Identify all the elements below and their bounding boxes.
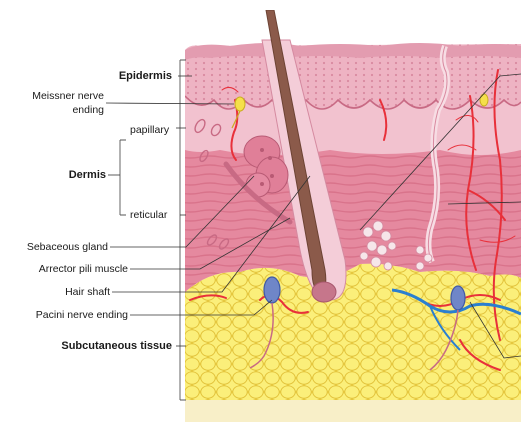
label-pacini-nerve-ending: Pacini nerve ending (0, 309, 128, 321)
label-epidermis: Epidermis (110, 70, 172, 82)
label-meissner-line2: ending (0, 104, 104, 116)
label-dermis: Dermis (40, 169, 106, 181)
label-subcutaneous-tissue: Subcutaneous tissue (0, 340, 172, 352)
label-meissner-line1: Meissner nerve (0, 90, 104, 102)
label-arrector-pili-muscle: Arrector pili muscle (0, 263, 128, 275)
label-reticular: reticular (130, 209, 167, 221)
label-hair-shaft: Hair shaft (0, 286, 110, 298)
label-papillary: papillary (130, 124, 169, 136)
label-sebaceous-gland: Sebaceous gland (0, 241, 108, 253)
